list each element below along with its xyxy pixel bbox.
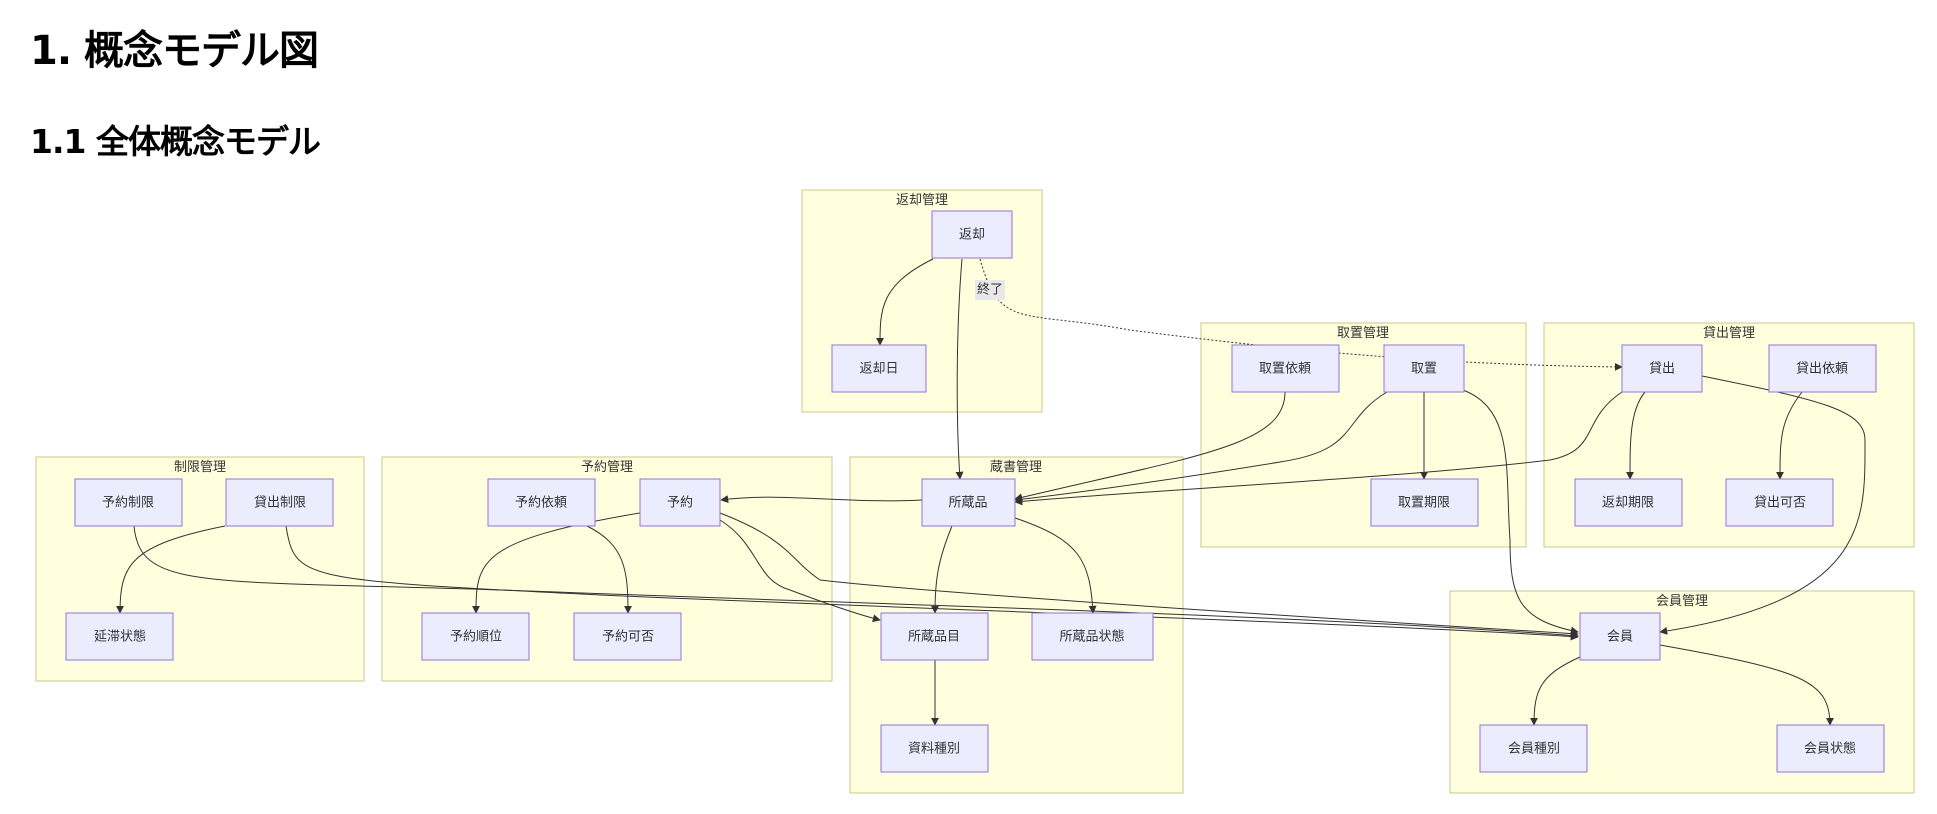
svg-text:予約制限: 予約制限 [102, 496, 154, 511]
group-title: 貸出管理 [1703, 325, 1755, 341]
edge-holding-reserve [720, 495, 923, 503]
edge-reserve-item [719, 519, 881, 623]
node-reserve: 予約 [639, 478, 721, 527]
edge-member-memberstate [1659, 644, 1834, 726]
svg-text:予約可否: 予約可否 [602, 630, 654, 645]
node-lend-limit: 貸出制限 [225, 478, 334, 527]
svg-text:予約順位: 予約順位 [450, 630, 502, 645]
edge-lend-member [1659, 375, 1866, 635]
node-member-state: 会員状態 [1776, 724, 1885, 773]
node-reserve-limit: 予約制限 [74, 478, 183, 527]
svg-text:延滞状態: 延滞状態 [94, 629, 146, 645]
edge-lendlimit-overdue [116, 525, 226, 614]
group-title: 返却管理 [896, 193, 948, 208]
edge-return-returndate [876, 258, 934, 346]
edge-reservelimit-member [133, 525, 1579, 640]
edge-holding-item [931, 525, 953, 614]
edge-hold-member [1462, 389, 1579, 635]
node-reserve-order: 予約順位 [421, 612, 530, 661]
node-return-date: 返却日 [831, 344, 927, 393]
edge-lendlimit-member [285, 525, 1579, 641]
svg-text:所蔵品目: 所蔵品目 [908, 630, 960, 645]
node-due-date: 返却期限 [1574, 478, 1683, 527]
node-holding: 所蔵品 [921, 478, 1016, 527]
svg-text:取置期限: 取置期限 [1398, 496, 1450, 511]
node-lend-request: 貸出依頼 [1768, 344, 1877, 393]
svg-text:返却日: 返却日 [859, 362, 898, 377]
svg-text:予約: 予約 [667, 496, 693, 511]
group-title: 会員管理 [1656, 594, 1708, 609]
node-lend: 貸出 [1621, 344, 1703, 393]
edge-holdrequest-holding [1014, 391, 1286, 502]
node-reserve-request: 予約依頼 [487, 478, 596, 527]
node-member-type: 会員種別 [1479, 724, 1588, 773]
node-material-type: 資料種別 [880, 724, 989, 773]
svg-text:所蔵品: 所蔵品 [948, 496, 987, 511]
edge-reserve-member [719, 512, 1579, 638]
edge-reqreserve-ok [586, 525, 632, 614]
svg-text:貸出制限: 貸出制限 [254, 495, 306, 511]
node-hold: 取置 [1383, 344, 1465, 393]
svg-text:返却: 返却 [959, 228, 985, 243]
group-title: 蔵書管理 [990, 460, 1042, 475]
svg-text:会員状態: 会員状態 [1804, 741, 1856, 757]
svg-text:返却期限: 返却期限 [1602, 496, 1654, 511]
svg-text:貸出依頼: 貸出依頼 [1796, 361, 1848, 377]
node-reserve-allowed: 予約可否 [573, 612, 682, 661]
edge-label-end: 終了 [975, 280, 1005, 300]
svg-text:予約依頼: 予約依頼 [515, 496, 567, 511]
edge-member-membertype [1530, 656, 1581, 726]
edge-lend-duedate [1626, 391, 1646, 480]
svg-text:会員種別: 会員種別 [1508, 741, 1560, 757]
svg-text:会員: 会員 [1607, 630, 1633, 645]
edge-lend-holding [1014, 391, 1623, 506]
node-hold-request: 取置依頼 [1231, 344, 1340, 393]
edges [116, 258, 1866, 726]
section-title: 1.1 全体概念モデル [30, 122, 321, 161]
svg-text:貸出: 貸出 [1649, 361, 1675, 377]
edge-hold-holding [1014, 391, 1388, 504]
edge-lendrequest-lendok [1776, 391, 1803, 480]
group-title: 予約管理 [581, 460, 633, 475]
node-member: 会員 [1579, 612, 1661, 661]
page-title: 1. 概念モデル図 [30, 28, 319, 74]
svg-text:資料種別: 資料種別 [908, 741, 960, 757]
node-holding-state: 所蔵品状態 [1031, 612, 1154, 661]
svg-text:取置: 取置 [1411, 362, 1437, 377]
group-title: 取置管理 [1337, 326, 1389, 341]
node-return: 返却 [931, 210, 1013, 259]
group-title: 制限管理 [174, 460, 226, 475]
node-overdue-state: 延滞状態 [65, 612, 174, 661]
edge-return-lend [979, 258, 1623, 371]
svg-text:取置依頼: 取置依頼 [1259, 362, 1311, 377]
svg-text:終了: 終了 [977, 282, 1003, 298]
svg-text:所蔵品状態: 所蔵品状態 [1059, 629, 1124, 645]
node-hold-limit: 取置期限 [1370, 478, 1479, 527]
edge-return-holding [955, 258, 964, 480]
edge-holding-itemstate [1014, 517, 1097, 614]
svg-text:貸出可否: 貸出可否 [1754, 495, 1806, 511]
node-holding-item: 所蔵品目 [880, 612, 989, 661]
node-lend-allowed: 貸出可否 [1725, 478, 1834, 527]
